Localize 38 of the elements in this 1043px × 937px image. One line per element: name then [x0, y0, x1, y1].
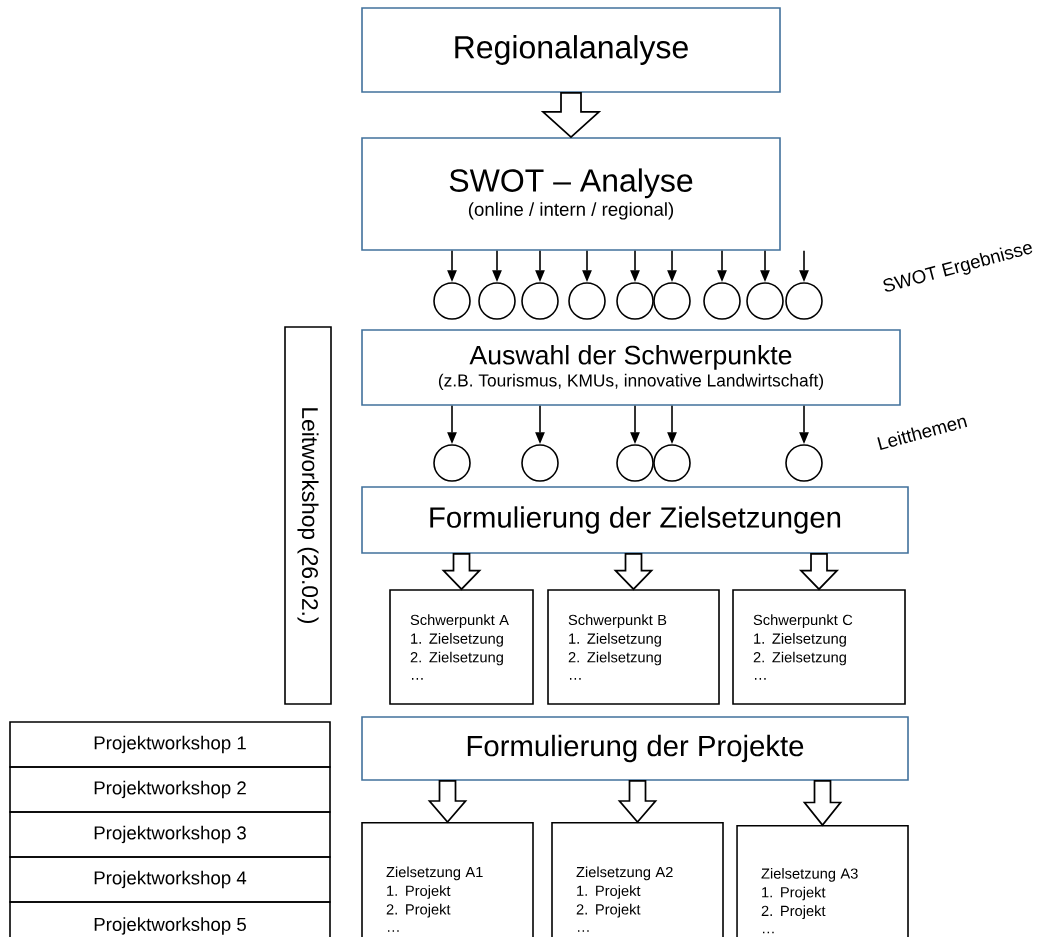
block-arrow — [540, 91, 602, 139]
result-circle — [785, 282, 823, 320]
result-circle — [653, 444, 691, 482]
list-box: Schwerpunkt C 1. Zielsetzung 2. Zielsetzung … — [732, 589, 906, 705]
result-circle — [616, 444, 654, 482]
result-circle — [568, 282, 606, 320]
list-box: Zielsetzung A2 1. Projekt 2. Projekt … — [551, 822, 724, 937]
result-circle — [785, 444, 823, 482]
list-box: Zielsetzung A1 1. Projekt 2. Projekt … — [361, 822, 534, 937]
result-circle — [521, 282, 559, 320]
list-box: Zielsetzung A3 1. Projekt 2. Projekt … — [736, 825, 909, 937]
block-arrow — [798, 552, 840, 591]
result-circle — [521, 444, 559, 482]
list-box: Schwerpunkt B 1. Zielsetzung 2. Zielsetzung … — [547, 589, 720, 705]
result-circle — [433, 282, 471, 320]
result-circle — [653, 282, 691, 320]
block-arrow — [427, 779, 468, 824]
block-arrow — [441, 552, 482, 591]
workshop-box: Leitworkshop (26.02.) — [284, 326, 332, 705]
process-box: SWOT – Analyse (online / intern / regional) — [361, 137, 781, 251]
result-circle — [433, 444, 471, 482]
workshop-box: Projektworkshop 4 — [9, 856, 331, 903]
workshop-box: Projektworkshop 1 — [9, 721, 331, 768]
workshop-box: Projektworkshop 5 — [9, 901, 331, 937]
result-circle — [616, 282, 654, 320]
result-circle — [746, 282, 784, 320]
process-box: Formulierung der Projekte — [361, 716, 909, 781]
process-box: Auswahl der Schwerpunkte (z.B. Tourismus, KMUs, innovative Landwirtschaft) — [361, 329, 901, 406]
block-arrow — [802, 779, 843, 827]
block-arrow — [613, 552, 654, 591]
workshop-box: Projektworkshop 2 — [9, 766, 331, 813]
process-box: Regionalanalyse — [361, 7, 781, 93]
workshop-box: Projektworkshop 3 — [9, 811, 331, 858]
block-arrow — [617, 779, 658, 824]
process-box: Formulierung der Zielsetzungen — [361, 486, 909, 554]
result-circle — [478, 282, 516, 320]
result-circle — [703, 282, 741, 320]
list-box: Schwerpunkt A 1. Zielsetzung 2. Zielsetzung … — [389, 589, 534, 705]
